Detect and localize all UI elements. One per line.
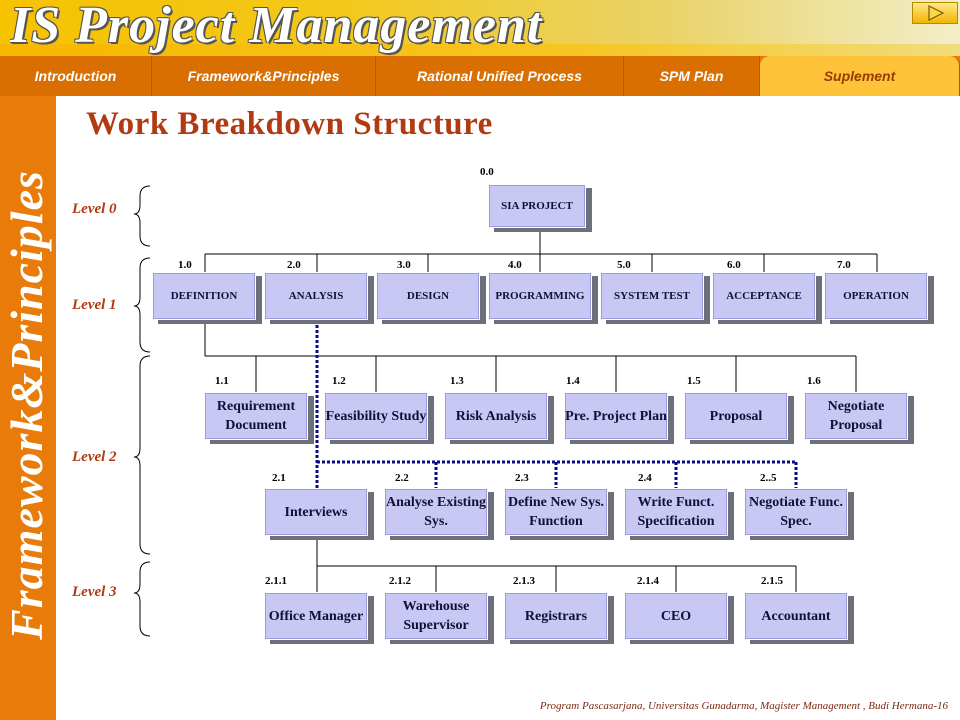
wbs-node-interviews[interactable]: Interviews <box>264 488 368 536</box>
brace-level-2 <box>133 355 151 555</box>
brace-level-1 <box>133 257 151 353</box>
wbs-node-office-manager[interactable]: Office Manager <box>264 592 368 640</box>
code-2-1: 2.1 <box>272 472 286 484</box>
page-title: Work Breakdown Structure <box>86 106 493 142</box>
code-2-1-2: 2.1.2 <box>389 575 411 587</box>
code-2-1-5: 2.1.5 <box>761 575 783 587</box>
code-2-1-3: 2.1.3 <box>513 575 535 587</box>
code-2-1-1: 2.1.1 <box>265 575 287 587</box>
code-7-0: 7.0 <box>837 259 851 271</box>
wbs-node-analyse-existing-sys[interactable]: Analyse Existing Sys. <box>384 488 488 536</box>
code-2-2: 2.2 <box>395 472 409 484</box>
wbs-node-risk-analysis[interactable]: Risk Analysis <box>444 392 548 440</box>
wbs-node-ceo[interactable]: CEO <box>624 592 728 640</box>
left-sidebar-band <box>0 96 56 720</box>
brace-level-0 <box>133 185 151 247</box>
code-2-0: 2.0 <box>287 259 301 271</box>
wbs-node-root[interactable]: SIA PROJECT <box>488 184 586 228</box>
header-band <box>0 0 960 56</box>
play-triangle-icon <box>928 5 945 21</box>
code-1-4: 1.4 <box>566 375 580 387</box>
tab-rational-unified-process[interactable]: Rational Unified Process <box>376 56 624 96</box>
analysis-dotted-links <box>315 320 798 488</box>
level-label-3: Level 3 <box>72 584 117 600</box>
wbs-node-warehouse-supervisor[interactable]: Warehouse Supervisor <box>384 592 488 640</box>
code-2-1-4: 2.1.4 <box>637 575 659 587</box>
code-3-0: 3.0 <box>397 259 411 271</box>
code-1-3: 1.3 <box>450 375 464 387</box>
brace-level-3 <box>133 561 151 637</box>
code-6-0: 6.0 <box>727 259 741 271</box>
wbs-node-negotiate-proposal[interactable]: Negotiate Proposal <box>804 392 908 440</box>
wbs-node-feasibility-study[interactable]: Feasibility Study <box>324 392 428 440</box>
code-2-4: 2.4 <box>638 472 652 484</box>
wbs-node-pre-project-plan[interactable]: Pre. Project Plan <box>564 392 668 440</box>
wbs-node-accountant[interactable]: Accountant <box>744 592 848 640</box>
code-1-1: 1.1 <box>215 375 229 387</box>
tab-framework-principles[interactable]: Framework&Principles <box>152 56 376 96</box>
code-2-3: 2.3 <box>515 472 529 484</box>
code-4-0: 4.0 <box>508 259 522 271</box>
footer-credit: Program Pascasarjana, Universitas Gunada… <box>539 700 948 712</box>
app-title: IS Project Management <box>10 0 543 54</box>
wbs-node-negotiate-func-spec[interactable]: Negotiate Func. Spec. <box>744 488 848 536</box>
wbs-node-registrars[interactable]: Registrars <box>504 592 608 640</box>
wbs-node-programming[interactable]: PROGRAMMING <box>488 272 592 320</box>
code-1-5: 1.5 <box>687 375 701 387</box>
wbs-node-operation[interactable]: OPERATION <box>824 272 928 320</box>
code-1-0: 1.0 <box>178 259 192 271</box>
code-2-5: 2..5 <box>760 472 777 484</box>
wbs-node-define-new-sys-function[interactable]: Define New Sys. Function <box>504 488 608 536</box>
code-1-6: 1.6 <box>807 375 821 387</box>
wbs-node-design[interactable]: DESIGN <box>376 272 480 320</box>
tab-spm-plan[interactable]: SPM Plan <box>624 56 760 96</box>
wbs-node-requirement-document[interactable]: Requirement Document <box>204 392 308 440</box>
wbs-node-proposal[interactable]: Proposal <box>684 392 788 440</box>
tab-introduction[interactable]: Introduction <box>0 56 152 96</box>
code-1-2: 1.2 <box>332 375 346 387</box>
wbs-node-definition[interactable]: DEFINITION <box>152 272 256 320</box>
wbs-node-system-test[interactable]: SYSTEM TEST <box>600 272 704 320</box>
wbs-node-acceptance[interactable]: ACCEPTANCE <box>712 272 816 320</box>
level-label-0: Level 0 <box>72 201 117 217</box>
code-root: 0.0 <box>480 166 494 178</box>
wbs-node-write-funct-specification[interactable]: Write Funct. Specification <box>624 488 728 536</box>
level-label-2: Level 2 <box>72 449 117 465</box>
code-5-0: 5.0 <box>617 259 631 271</box>
tab-bar: Introduction Framework&Principles Ration… <box>0 56 960 96</box>
next-slide-button[interactable] <box>912 2 958 24</box>
level-label-1: Level 1 <box>72 297 117 313</box>
wbs-node-analysis[interactable]: ANALYSIS <box>264 272 368 320</box>
